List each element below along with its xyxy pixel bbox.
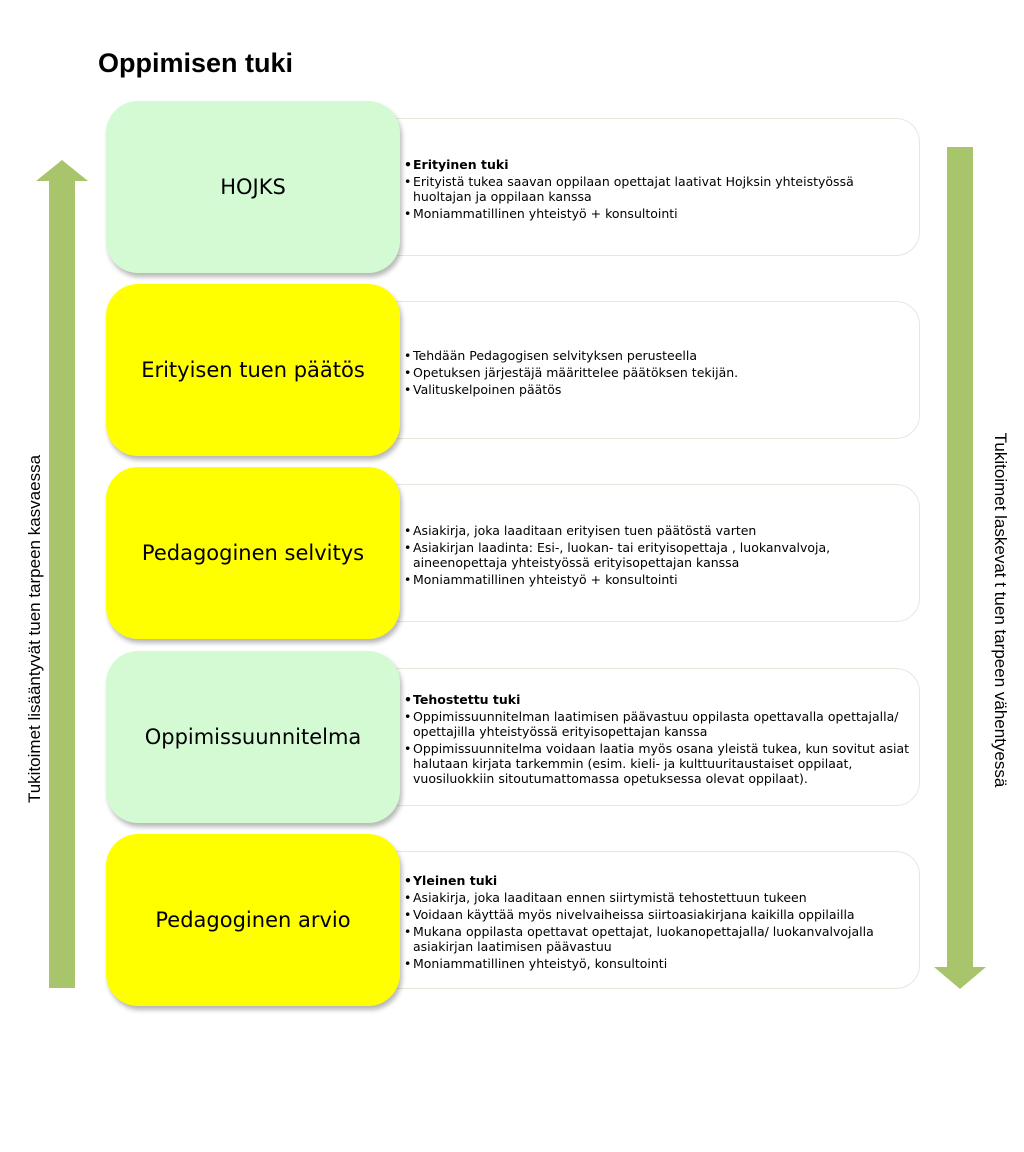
page-title: Oppimisen tuki bbox=[98, 48, 294, 78]
bullet-item: Tehdään Pedagogisen selvityksen perustee… bbox=[404, 348, 916, 363]
bullet-list: Yleinen tuki Asiakirja, joka laaditaan e… bbox=[404, 834, 916, 1010]
level-row-pedagoginen-selvitys: Asiakirja, joka laaditaan erityisen tuen… bbox=[106, 467, 922, 643]
level-card: Pedagoginen arvio bbox=[106, 834, 400, 1006]
arrow-up-shape bbox=[36, 160, 88, 988]
bullet-item: Mukana oppilasta opettavat opettajat, lu… bbox=[404, 924, 916, 954]
level-card: Erityisen tuen päätös bbox=[106, 284, 400, 456]
bullet-item: Voidaan käyttää myös nivelvaiheissa siir… bbox=[404, 907, 916, 922]
level-row-hojks: Erityinen tuki Erityistä tukea saavan op… bbox=[106, 101, 922, 277]
bullet-item: Asiakirja, joka laaditaan erityisen tuen… bbox=[404, 523, 916, 538]
left-arrow-label: Tukitoimet lisääntyvät tuen tarpeen kasv… bbox=[25, 454, 44, 804]
bullet-list: Tehdään Pedagogisen selvityksen perustee… bbox=[404, 284, 916, 460]
bullet-item: Oppimissuunnitelman laatimisen päävastuu… bbox=[404, 709, 916, 739]
bullet-list: Asiakirja, joka laaditaan erityisen tuen… bbox=[404, 467, 916, 643]
bullet-list: Erityinen tuki Erityistä tukea saavan op… bbox=[404, 101, 916, 277]
arrow-up-icon bbox=[36, 160, 88, 988]
level-card: Oppimissuunnitelma bbox=[106, 651, 400, 823]
bullet-item: Moniammatillinen yhteistyö + konsultoint… bbox=[404, 206, 916, 221]
bullet-list: Tehostettu tuki Oppimissuunnitelman laat… bbox=[404, 651, 916, 827]
level-card: Pedagoginen selvitys bbox=[106, 467, 400, 639]
level-row-oppimissuunnitelma: Tehostettu tuki Oppimissuunnitelman laat… bbox=[106, 651, 922, 827]
arrow-down-shape bbox=[934, 147, 986, 989]
bullet-item: Opetuksen järjestäjä määrittelee päätöks… bbox=[404, 365, 916, 380]
bullet-item: Yleinen tuki bbox=[404, 873, 916, 888]
arrow-down-icon bbox=[934, 147, 986, 989]
bullet-item: Oppimissuunnitelma voidaan laatia myös o… bbox=[404, 741, 916, 786]
bullet-item: Tehostettu tuki bbox=[404, 692, 916, 707]
level-card: HOJKS bbox=[106, 101, 400, 273]
bullet-item: Asiakirja, joka laaditaan ennen siirtymi… bbox=[404, 890, 916, 905]
bullet-item: Erityistä tukea saavan oppilaan opettaja… bbox=[404, 174, 916, 204]
bullet-item: Erityinen tuki bbox=[404, 157, 916, 172]
level-row-pedagoginen-arvio: Yleinen tuki Asiakirja, joka laaditaan e… bbox=[106, 834, 922, 1010]
bullet-item: Moniammatillinen yhteistyö + konsultoint… bbox=[404, 572, 916, 587]
level-row-erityisen-tuen-paatos: Tehdään Pedagogisen selvityksen perustee… bbox=[106, 284, 922, 460]
right-arrow-label: Tukitoimet laskevat t tuen tarpeen vähen… bbox=[991, 432, 1010, 788]
bullet-item: Valituskelpoinen päätös bbox=[404, 382, 916, 397]
bullet-item: Asiakirjan laadinta: Esi-, luokan- tai e… bbox=[404, 540, 916, 570]
bullet-item: Moniammatillinen yhteistyö, konsultointi bbox=[404, 956, 916, 971]
